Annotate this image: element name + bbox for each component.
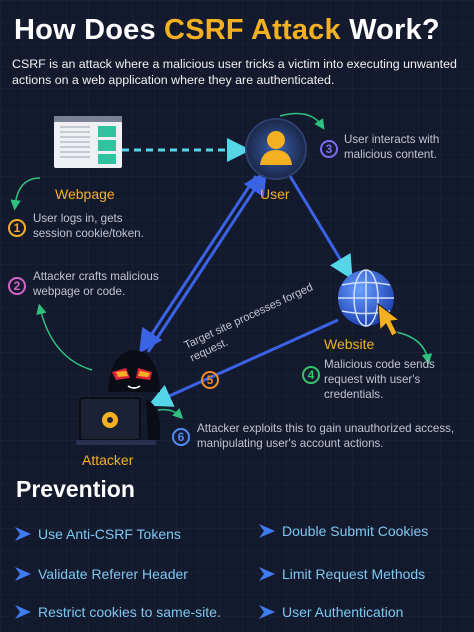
- guide-arrow-5: [157, 408, 184, 420]
- step-badge-1: 1: [8, 219, 26, 237]
- edge-attacker-user: [146, 170, 267, 353]
- guide-arrow-2: [36, 303, 93, 371]
- attacker-label: Attacker: [82, 452, 134, 468]
- guide-arrow-1: [10, 177, 41, 211]
- step-badge-3: 3: [320, 140, 338, 158]
- chevron-right-icon: [15, 567, 31, 581]
- prevention-item: Limit Request Methods: [258, 566, 425, 582]
- guide-arrow-3: [279, 112, 325, 130]
- prevention-item: Restrict cookies to same-site.: [14, 604, 221, 620]
- webpage-label: Webpage: [55, 186, 115, 202]
- guide-arrow-4: [395, 331, 433, 365]
- hacker-icon: [108, 350, 160, 392]
- intro-text: CSRF is an attack where a malicious user…: [12, 57, 457, 87]
- page-title: How Does CSRF Attack Work?: [14, 14, 440, 46]
- edge-user-attacker: [139, 175, 258, 354]
- edge-website-attacker: [147, 318, 339, 407]
- step-badge-6: 6: [172, 428, 190, 446]
- step-text-4: Malicious code sends request with user's…: [324, 358, 435, 401]
- chevron-right-icon: [259, 567, 275, 581]
- cursor-icon: [377, 302, 401, 337]
- chevron-right-icon: [15, 527, 31, 541]
- step-text-2: Attacker crafts malicious webpage or cod…: [33, 270, 159, 298]
- prevention-item: User Authentication: [258, 604, 403, 620]
- title-accent: CSRF Attack: [164, 14, 341, 46]
- step-badge-4: 4: [302, 366, 320, 384]
- prevention-item: Validate Referer Header: [14, 566, 188, 582]
- webpage-icon: [54, 116, 122, 168]
- step-badge-5: 5: [201, 371, 219, 389]
- website-label: Website: [324, 336, 375, 352]
- edge-user-website: [288, 175, 353, 280]
- chevron-right-icon: [259, 524, 275, 538]
- step-text-3: User interacts with malicious content.: [344, 133, 440, 161]
- prevention-item: Use Anti-CSRF Tokens: [14, 526, 181, 542]
- step-badge-2: 2: [8, 277, 26, 295]
- prevention-title: Prevention: [16, 476, 135, 502]
- step-text-1: User logs in, gets session cookie/token.: [33, 212, 144, 240]
- user-icon: [245, 118, 307, 180]
- user-label: User: [260, 186, 290, 202]
- chevron-right-icon: [259, 605, 275, 619]
- laptop-icon: [76, 397, 161, 445]
- chevron-right-icon: [15, 605, 31, 619]
- prevention-item: Double Submit Cookies: [258, 523, 428, 539]
- step-text-6: Attacker exploits this to gain unauthori…: [197, 422, 455, 450]
